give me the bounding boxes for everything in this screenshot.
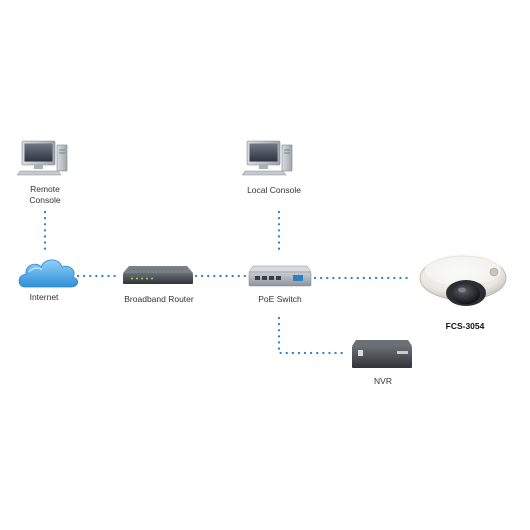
nvr-label: NVR	[374, 376, 392, 386]
cloud-icon	[18, 259, 79, 288]
link-switch-nvr	[277, 316, 347, 355]
internet-label: Internet	[29, 292, 59, 302]
remote-console-label-line1: Remote	[30, 184, 60, 194]
local-console-icon	[241, 140, 293, 176]
remote-console-label-line2: Console	[29, 195, 61, 205]
network-switch-icon	[248, 265, 312, 287]
nvr-box-icon	[352, 340, 412, 368]
remote-console-label: Remote Console	[14, 184, 76, 206]
local-console-label: Local Console	[247, 185, 301, 195]
dome-camera-icon	[419, 254, 507, 306]
poe-switch-label: PoE Switch	[258, 294, 302, 304]
link-lines	[43, 210, 412, 355]
remote-console-icon	[16, 140, 68, 176]
camera-model-label: FCS-3054	[445, 321, 485, 331]
broadband-router-label: Broadband Router	[124, 294, 194, 304]
router-icon	[123, 266, 193, 284]
